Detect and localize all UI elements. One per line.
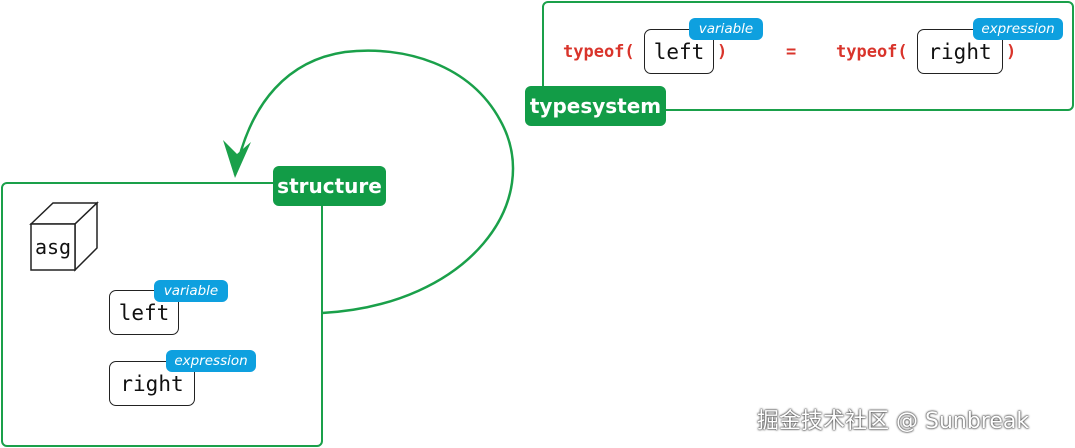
structure-tag: structure [273, 166, 386, 206]
typeof-left-open: typeof( [563, 42, 635, 62]
watermark: 掘金技术社区 @ Sunbreak [757, 409, 1030, 434]
tree-badge-expression: expression [166, 350, 256, 372]
type-badge-expression: expression [973, 18, 1063, 40]
equals-sign: = [786, 42, 797, 62]
cycle-arc [233, 49, 515, 315]
typeof-right-close: ) [1006, 42, 1017, 62]
asg-label: asg [34, 235, 72, 259]
typeof-right-open: typeof( [836, 42, 908, 62]
tree-badge-variable: variable [154, 280, 228, 302]
typeof-left-close: ) [717, 42, 728, 62]
typesystem-tag: typesystem [525, 86, 666, 126]
type-badge-variable: variable [689, 18, 763, 40]
cycle-arrowhead [223, 140, 251, 178]
type-node-left: left [644, 29, 714, 74]
